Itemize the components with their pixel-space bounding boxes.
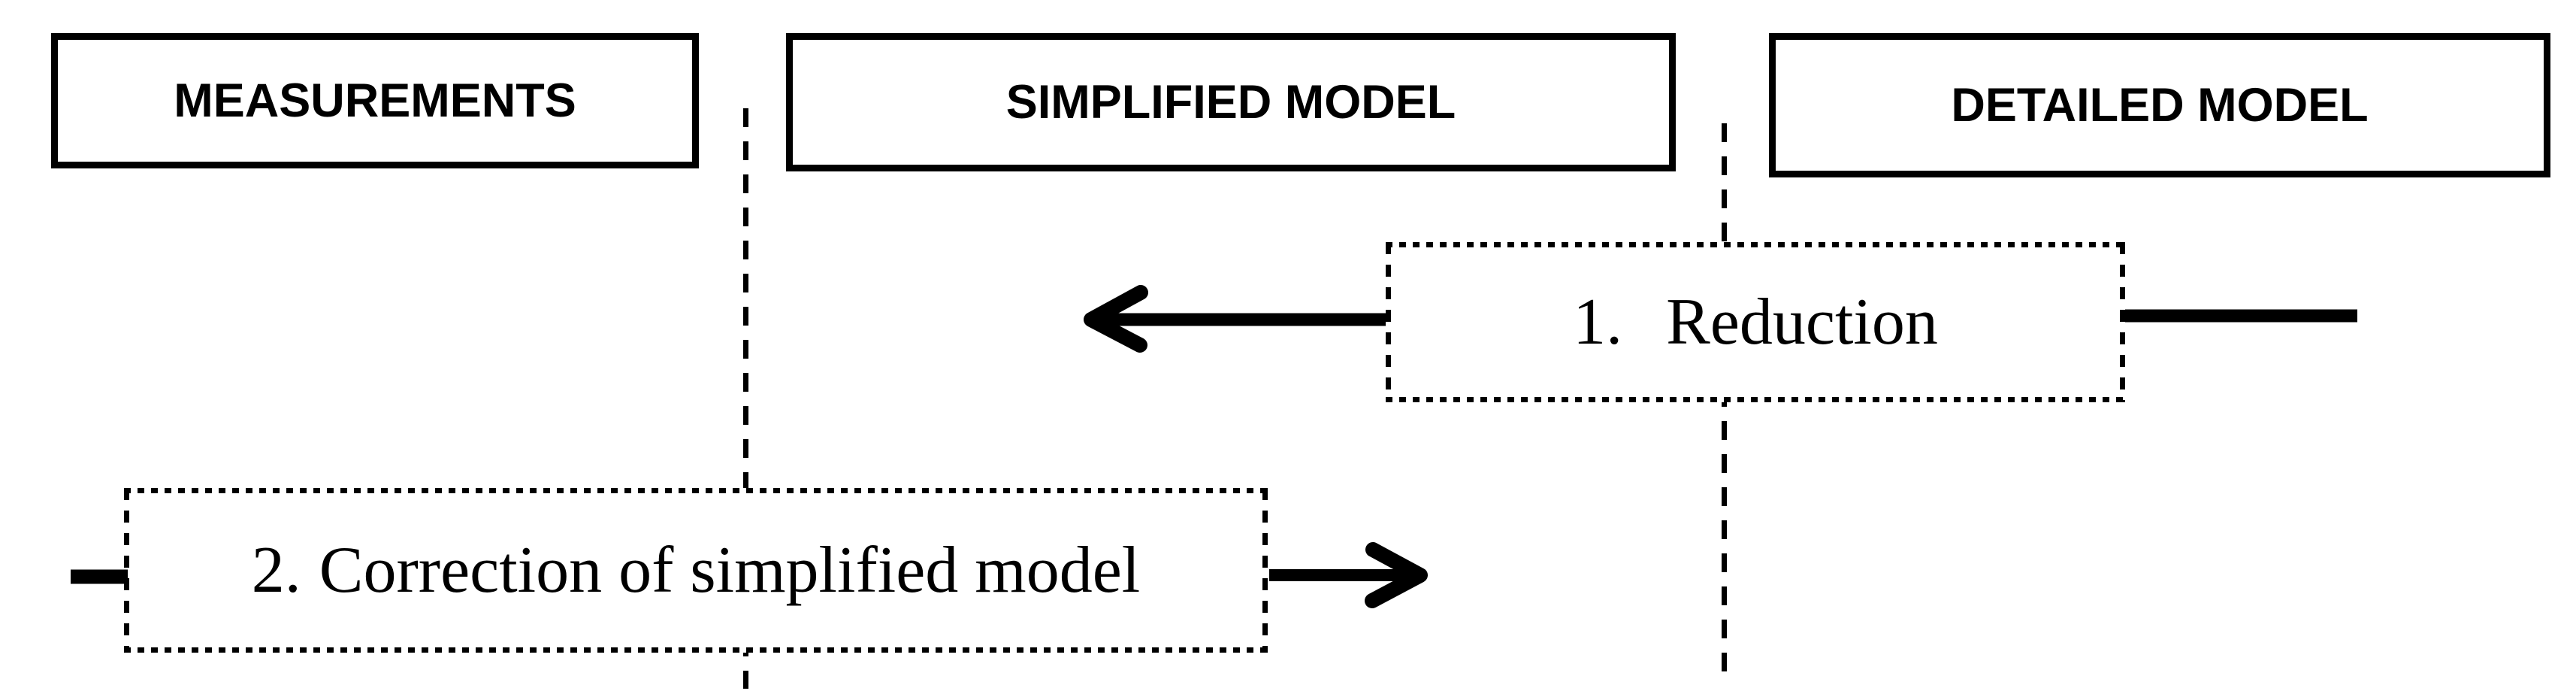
step-box-reduction: 1. Reduction: [1386, 242, 2125, 402]
correction-output-arrow-right: [1269, 542, 1428, 608]
step-box-correction: 2. Correction of simplified model: [124, 488, 1268, 653]
column-header-detailed-model: DETAILED MODEL: [1769, 33, 2550, 177]
step-2-number: 2.: [251, 534, 301, 607]
reduction-output-arrow-left: [1084, 285, 1386, 353]
step-1-number: 1.: [1573, 286, 1623, 359]
column-divider-measurements-simplified: [743, 108, 748, 689]
column-header-simplified-model-label: SIMPLIFIED MODEL: [1005, 76, 1456, 129]
column-divider-simplified-detailed: [1722, 123, 1727, 681]
step-1-label: Reduction: [1666, 286, 1938, 359]
column-header-measurements: MEASUREMENTS: [51, 33, 699, 168]
column-header-measurements-label: MEASUREMENTS: [174, 74, 576, 127]
step-2-label: Correction of simplified model: [319, 534, 1141, 607]
column-header-detailed-model-label: DETAILED MODEL: [1951, 79, 2369, 132]
column-header-simplified-model: SIMPLIFIED MODEL: [786, 33, 1676, 171]
